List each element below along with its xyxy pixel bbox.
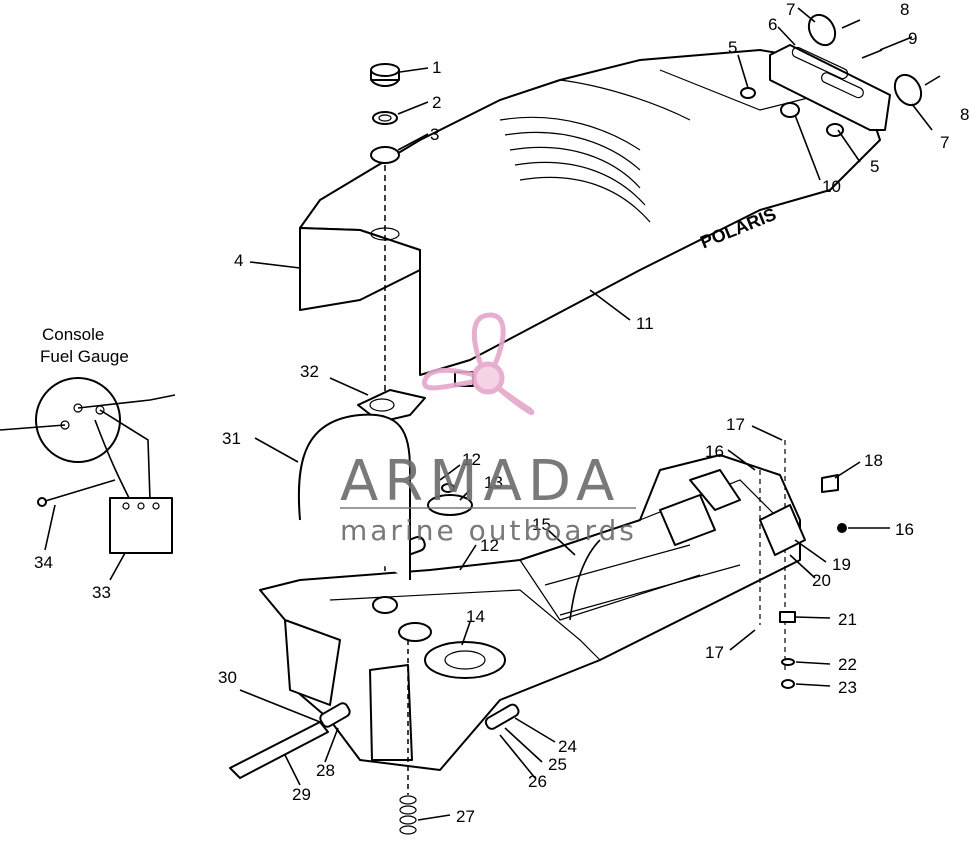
console-label-line1: Console xyxy=(42,325,104,344)
vent-hose-31 xyxy=(297,413,411,580)
callout-17-upper: 17 xyxy=(726,415,745,434)
nut-23 xyxy=(781,679,795,689)
callout-5-upper: 5 xyxy=(728,38,737,57)
callout-18: 18 xyxy=(864,451,883,470)
callout-14: 14 xyxy=(466,607,485,626)
screw-9 xyxy=(861,49,883,59)
callout-8-upper: 8 xyxy=(900,0,909,19)
callout-27: 27 xyxy=(456,807,475,826)
callout-30: 30 xyxy=(218,668,237,687)
callout-9: 9 xyxy=(908,29,917,48)
callout-32: 32 xyxy=(300,362,319,381)
washer-22 xyxy=(781,658,795,666)
ring-12-upper xyxy=(441,483,455,493)
hose-15 xyxy=(569,539,601,621)
seat-cover xyxy=(299,49,881,387)
fuel-tank xyxy=(259,454,801,771)
callout-29: 29 xyxy=(292,785,311,804)
watermark-title: ARMADA xyxy=(340,449,620,514)
callout-24: 24 xyxy=(558,737,577,756)
callout-11: 11 xyxy=(636,314,654,333)
callout-16-right: 16 xyxy=(895,520,914,539)
rear-bracket xyxy=(740,44,891,137)
callout-13: 13 xyxy=(484,473,503,492)
callout-4: 4 xyxy=(234,251,243,270)
screw-8-lower xyxy=(924,75,941,86)
clip-18 xyxy=(821,474,839,493)
callout-12-lower: 12 xyxy=(480,536,499,555)
screw-8-upper xyxy=(841,19,861,29)
callout-16-left: 16 xyxy=(705,442,724,461)
callout-8-lower: 8 xyxy=(960,105,969,124)
nut-16-right xyxy=(837,523,847,533)
callout-19: 19 xyxy=(832,555,851,574)
callout-23: 23 xyxy=(838,678,857,697)
callout-33: 33 xyxy=(92,583,111,602)
callout-2: 2 xyxy=(432,93,441,112)
callout-26: 26 xyxy=(528,772,547,791)
callout-17-lower: 17 xyxy=(705,643,724,662)
callout-12-upper: 12 xyxy=(462,450,481,469)
callout-28: 28 xyxy=(316,761,335,780)
bracket-19-20 xyxy=(759,504,806,556)
callout-34: 34 xyxy=(34,553,53,572)
spring-27 xyxy=(399,795,417,835)
callout-1: 1 xyxy=(432,58,441,77)
callout-21: 21 xyxy=(838,610,857,629)
callout-7-lower: 7 xyxy=(940,133,949,152)
callout-6: 6 xyxy=(768,15,777,34)
callout-22: 22 xyxy=(838,655,857,674)
callout-20: 20 xyxy=(812,571,831,590)
callout-5-lower: 5 xyxy=(870,157,879,176)
armada-watermark: ARMADA marine outboards xyxy=(340,312,637,547)
decal-7-lower xyxy=(893,73,923,107)
decal-7-upper xyxy=(807,13,837,47)
callout-10: 10 xyxy=(822,177,841,196)
callout-numbers: 1 2 3 4 5 5 6 7 7 8 8 9 10 11 12 12 13 1… xyxy=(34,0,969,826)
callout-31: 31 xyxy=(222,429,241,448)
callout-7-upper: 7 xyxy=(786,0,795,19)
console-label-line2: Fuel Gauge xyxy=(40,347,129,366)
console-fuel-gauge xyxy=(0,377,176,554)
propeller-logo xyxy=(422,312,535,416)
plate-21 xyxy=(779,611,796,623)
callout-15: 15 xyxy=(532,515,551,534)
callout-3: 3 xyxy=(430,125,439,144)
callout-25: 25 xyxy=(548,755,567,774)
fuel-line-29 xyxy=(229,721,329,779)
leader-lines xyxy=(44,7,933,821)
watermark-subtitle: marine outboards xyxy=(340,514,637,547)
